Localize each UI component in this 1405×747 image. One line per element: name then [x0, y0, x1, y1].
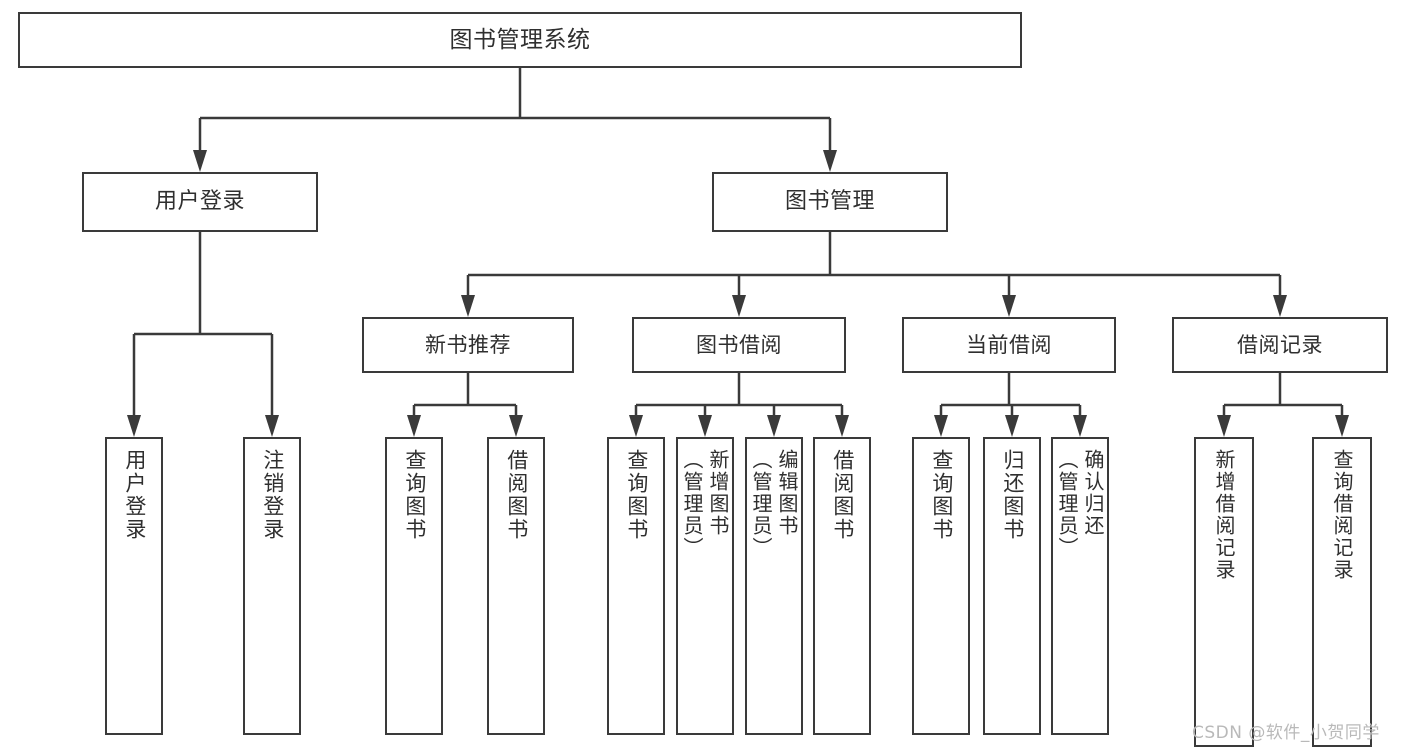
- node-leaf-query-book-3[interactable]: 查询图书: [912, 437, 970, 735]
- node-leaf-add-record-label: 新增借阅记录: [1212, 449, 1236, 581]
- node-new-book-recommend[interactable]: 新书推荐: [362, 317, 574, 373]
- node-leaf-query-record[interactable]: 查询借阅记录: [1312, 437, 1372, 747]
- node-leaf-confirm-return-label: 确认归还 （管理员）: [1055, 449, 1105, 559]
- node-leaf-add-book[interactable]: 新增图书 （管理员）: [676, 437, 734, 735]
- node-leaf-query-book-2[interactable]: 查询图书: [607, 437, 665, 735]
- node-root-label: 图书管理系统: [449, 26, 591, 53]
- node-leaf-query-book-1[interactable]: 查询图书: [385, 437, 443, 735]
- node-leaf-borrow-book-1[interactable]: 借阅图书: [487, 437, 545, 735]
- node-book-borrow[interactable]: 图书借阅: [632, 317, 846, 373]
- node-book-manage[interactable]: 图书管理: [712, 172, 948, 232]
- node-leaf-query-book-2-label: 查询图书: [624, 449, 649, 541]
- node-leaf-user-login[interactable]: 用户登录: [105, 437, 163, 735]
- node-book-manage-label: 图书管理: [784, 189, 875, 215]
- node-leaf-add-book-label: 新增图书 （管理员）: [680, 449, 730, 559]
- node-user-login[interactable]: 用户登录: [82, 172, 318, 232]
- node-leaf-borrow-book-1-label: 借阅图书: [504, 449, 529, 541]
- node-leaf-borrow-book-2-label: 借阅图书: [830, 449, 855, 541]
- node-leaf-edit-book[interactable]: 编辑图书 （管理员）: [745, 437, 803, 735]
- node-leaf-return-book-label: 归还图书: [1000, 449, 1025, 541]
- node-leaf-edit-book-label: 编辑图书 （管理员）: [749, 449, 799, 559]
- node-leaf-user-logout[interactable]: 注销登录: [243, 437, 301, 735]
- node-borrow-record[interactable]: 借阅记录: [1172, 317, 1388, 373]
- node-leaf-borrow-book-2[interactable]: 借阅图书: [813, 437, 871, 735]
- node-leaf-add-record[interactable]: 新增借阅记录: [1194, 437, 1254, 747]
- node-leaf-confirm-return[interactable]: 确认归还 （管理员）: [1051, 437, 1109, 735]
- node-current-borrow-label: 当前借阅: [966, 332, 1052, 357]
- node-borrow-record-label: 借阅记录: [1237, 332, 1323, 357]
- node-leaf-user-login-label: 用户登录: [122, 449, 147, 541]
- node-leaf-user-logout-label: 注销登录: [260, 449, 285, 541]
- node-leaf-return-book[interactable]: 归还图书: [983, 437, 1041, 735]
- node-book-borrow-label: 图书借阅: [696, 332, 782, 357]
- node-leaf-query-book-1-label: 查询图书: [402, 449, 427, 541]
- node-user-login-label: 用户登录: [154, 189, 245, 215]
- node-leaf-query-book-3-label: 查询图书: [929, 449, 954, 541]
- node-leaf-query-record-label: 查询借阅记录: [1330, 449, 1354, 581]
- node-root[interactable]: 图书管理系统: [18, 12, 1022, 68]
- node-new-book-recommend-label: 新书推荐: [425, 332, 511, 357]
- node-current-borrow[interactable]: 当前借阅: [902, 317, 1116, 373]
